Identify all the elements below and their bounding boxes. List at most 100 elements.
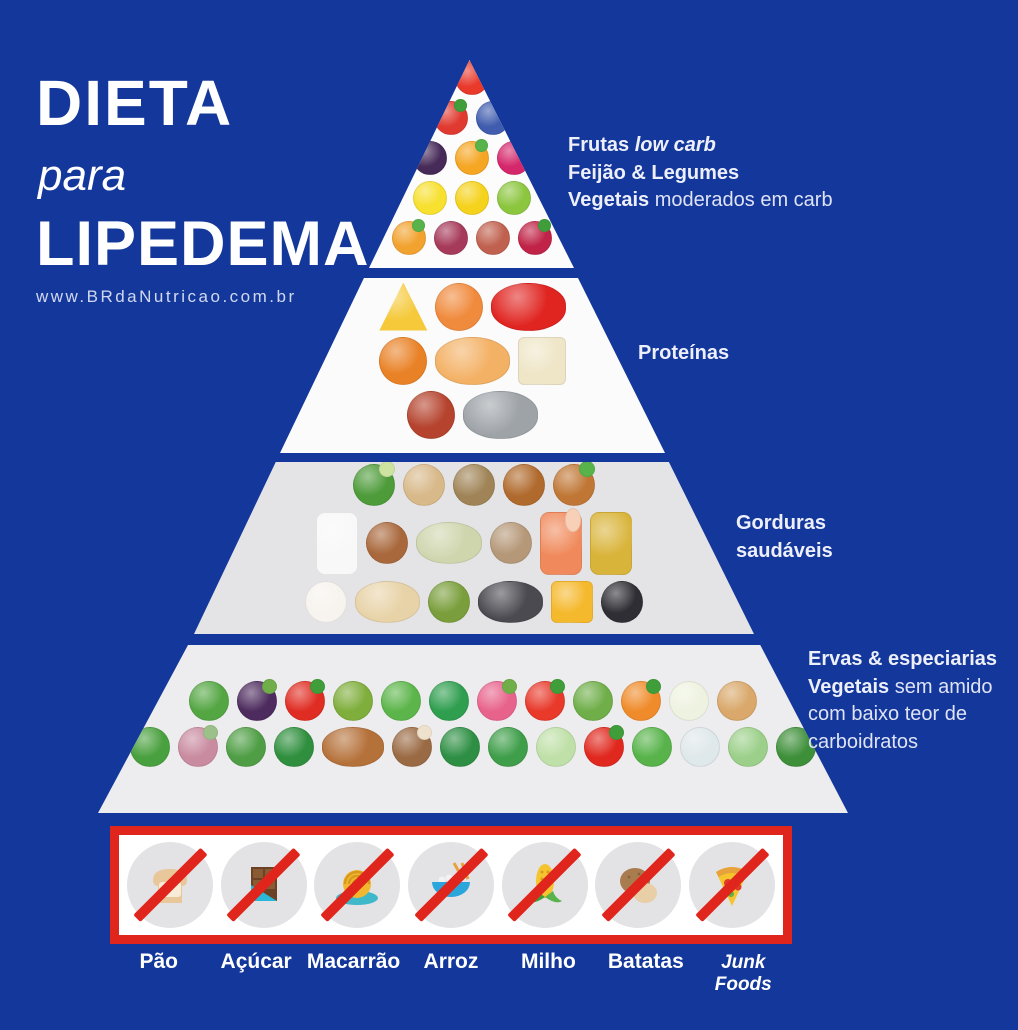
- asparagus-icon: [226, 727, 266, 767]
- food-row: [316, 507, 632, 575]
- beet-accent: [538, 219, 552, 233]
- tier-label-line: Ervas & especiarias: [808, 646, 1013, 674]
- tier-label-segment: Feijão & Legumes: [568, 161, 740, 184]
- lemon-icon: [454, 181, 489, 215]
- forbidden-label: Milho: [520, 950, 576, 973]
- spinach-icon: [429, 681, 469, 721]
- chicken-drumstick-icon: [379, 336, 428, 385]
- coconut-piece-icon: [304, 580, 347, 623]
- forbidden-item-spaghetti: [314, 842, 401, 928]
- forbidden-foods-box: [110, 826, 792, 944]
- tier-label-segment: Proteínas: [638, 342, 730, 364]
- food-row: [189, 678, 757, 721]
- forbidden-item-corn: [501, 842, 588, 928]
- lemon-icon: [412, 181, 447, 215]
- okra-icon: [333, 681, 373, 721]
- hazelnuts-accent: [578, 462, 595, 478]
- artichoke-icon: [178, 724, 218, 767]
- tier-label-segment: Frutas: [568, 134, 635, 156]
- tomato-accent: [549, 678, 565, 695]
- walnut-icon: [453, 463, 495, 506]
- coconut-icon: [366, 522, 409, 564]
- strawberry-accent: [475, 60, 489, 73]
- kiwi-icon: [496, 181, 531, 215]
- tier-label-segment: Ervas & especiarias: [808, 648, 998, 670]
- page-title-para: para: [38, 151, 127, 201]
- onion-icon: [433, 221, 468, 255]
- pumpkin-icon: [391, 219, 426, 255]
- chard-icon: [488, 727, 528, 767]
- food-row: [304, 580, 644, 623]
- black-olives-icon: [601, 580, 644, 623]
- pecans-icon: [503, 463, 545, 506]
- tofu-icon: [517, 336, 566, 385]
- black-seeds-icon: [478, 580, 544, 623]
- kidney-beans-icon: [475, 221, 510, 255]
- eggplant-icon: [237, 678, 277, 721]
- cherries-accent: [454, 99, 468, 113]
- olive-oil-jug-icon: [589, 511, 632, 575]
- tier-label-line: Vegetais moderados em carb: [568, 187, 833, 215]
- website-url: www.BRdaNutricao.com.br: [36, 287, 297, 307]
- hazelnuts-icon: [553, 462, 595, 506]
- tier-label-line: Frutas low carb: [568, 132, 833, 160]
- food-row: [433, 99, 510, 135]
- zucchini-icon: [274, 727, 314, 767]
- food-row: [379, 282, 566, 331]
- plum-icon: [412, 141, 447, 175]
- food-row: [412, 181, 531, 215]
- almonds-icon: [403, 463, 445, 506]
- avocado-accent: [378, 462, 395, 478]
- forbidden-label: Macarrão: [306, 950, 401, 973]
- tier-label-segment: Vegetais: [808, 675, 890, 698]
- cauliflower-icon: [669, 681, 709, 721]
- basil-icon: [189, 681, 229, 721]
- chili-pepper-accent: [608, 724, 624, 741]
- food-row: [379, 336, 566, 385]
- cabbage-icon: [536, 727, 576, 767]
- carrot-accent: [645, 678, 661, 695]
- lettuce-icon: [728, 727, 768, 767]
- forbidden-item-bread: [126, 842, 213, 928]
- forbidden-item-potatoes: [595, 842, 682, 928]
- page-title-dieta: DIETA: [36, 67, 234, 139]
- raspberry-icon: [496, 141, 531, 175]
- fish-icon: [463, 390, 538, 439]
- forbidden-label: Batatas: [607, 950, 684, 973]
- pyramid-tier-healthy-fats: [194, 462, 754, 634]
- cheese-icon: [379, 282, 428, 331]
- forbidden-label: Açúcar: [220, 950, 292, 973]
- cinnamon-sticks-icon: [322, 727, 384, 767]
- shrimp-icon: [435, 282, 484, 331]
- blueberries-icon: [475, 101, 510, 135]
- tier-label-line: Proteínas: [638, 340, 729, 368]
- scallion-icon: [632, 727, 672, 767]
- tier-label-line: Feijão & Legumes: [568, 160, 833, 188]
- mushroom-accent: [416, 724, 432, 741]
- arugula-icon: [573, 681, 613, 721]
- tier-label-segment: Vegetais: [568, 189, 650, 212]
- tier-label-segment: saudáveis: [736, 539, 833, 562]
- tomato-icon: [525, 678, 565, 721]
- beet-icon: [517, 219, 552, 255]
- pyramid-tier-fruits-legumes: [369, 60, 574, 268]
- radish-accent: [501, 678, 517, 695]
- brazil-nuts-icon: [489, 522, 532, 564]
- forbidden-label: Junk Foods: [714, 952, 772, 995]
- tier-label-segment: low carb: [634, 134, 716, 156]
- artichoke-accent: [202, 724, 218, 741]
- forbidden-label: Arroz: [423, 950, 479, 973]
- tier-label-line: Vegetais sem amido: [808, 674, 1013, 702]
- eggplant-accent: [261, 678, 277, 695]
- food-row: [353, 462, 595, 506]
- tier-label-line: saudáveis: [736, 538, 833, 566]
- food-row: [454, 60, 489, 95]
- food-row: [130, 724, 816, 767]
- salmon-fillet-icon: [539, 507, 582, 575]
- bell-pepper-accent: [309, 678, 325, 695]
- bell-pepper-icon: [285, 678, 325, 721]
- steak-icon: [491, 282, 566, 331]
